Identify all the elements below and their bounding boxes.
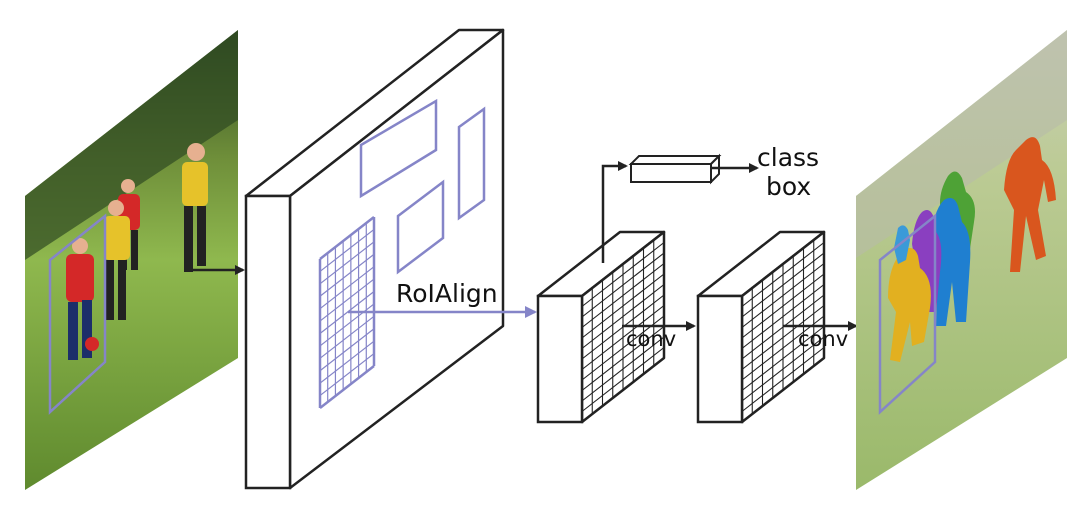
conv-label-1: conv (626, 327, 676, 351)
feature-map (244, 28, 505, 490)
grid-line (741, 273, 825, 339)
conv-label-2: conv (798, 327, 848, 351)
grid-line (319, 228, 375, 272)
grid-line (581, 263, 665, 328)
roi-proposal-3 (396, 179, 445, 275)
head-branch-line (601, 161, 628, 263)
cube1-grid (581, 240, 665, 414)
grid-line (319, 278, 375, 322)
input-image (25, 30, 238, 490)
grid-line (319, 216, 375, 260)
grid-line (581, 273, 665, 339)
input-detection-box (48, 213, 107, 415)
grid-line (319, 340, 375, 384)
player-red-1 (66, 238, 99, 360)
grid-line (319, 253, 375, 297)
grid-line (319, 353, 375, 397)
grid-line (741, 336, 825, 402)
grid-line (581, 336, 665, 402)
grid-line (741, 284, 825, 349)
output-detection-box (878, 213, 937, 415)
grid-line (319, 266, 375, 310)
mask-small-blue-player (894, 225, 910, 264)
class-label: class (757, 143, 819, 172)
roi-feature-box-2 (696, 230, 826, 424)
grid-line (319, 241, 375, 285)
mask-orange-player (1004, 137, 1056, 272)
grid-line (741, 347, 825, 412)
roi-proposal-2 (457, 106, 486, 221)
grid-line (581, 242, 665, 307)
grid-line (741, 305, 825, 370)
grid-line (319, 365, 375, 409)
roi-proposal-1 (359, 98, 438, 199)
fc-head-box (628, 153, 722, 185)
grid-line (741, 326, 825, 391)
roi-feature-box-1 (536, 230, 666, 424)
grid-line (581, 284, 665, 349)
grid-line (319, 315, 375, 359)
grid-line (319, 291, 375, 334)
mask-yellow-player (888, 248, 931, 362)
mask-blue-player (932, 198, 971, 326)
grid-line (581, 252, 665, 318)
grid-line (319, 328, 375, 372)
grid-line (741, 263, 825, 328)
player-yellow-2 (182, 143, 208, 272)
grid-line (581, 305, 665, 370)
grid-line (741, 242, 825, 307)
grid-line (741, 252, 825, 318)
roialign-label: RoIAlign (396, 279, 498, 308)
output-image (856, 30, 1067, 490)
box-label: box (766, 172, 811, 201)
grid-line (581, 326, 665, 391)
player-yellow-1 (104, 200, 130, 320)
grid-line (581, 347, 665, 412)
